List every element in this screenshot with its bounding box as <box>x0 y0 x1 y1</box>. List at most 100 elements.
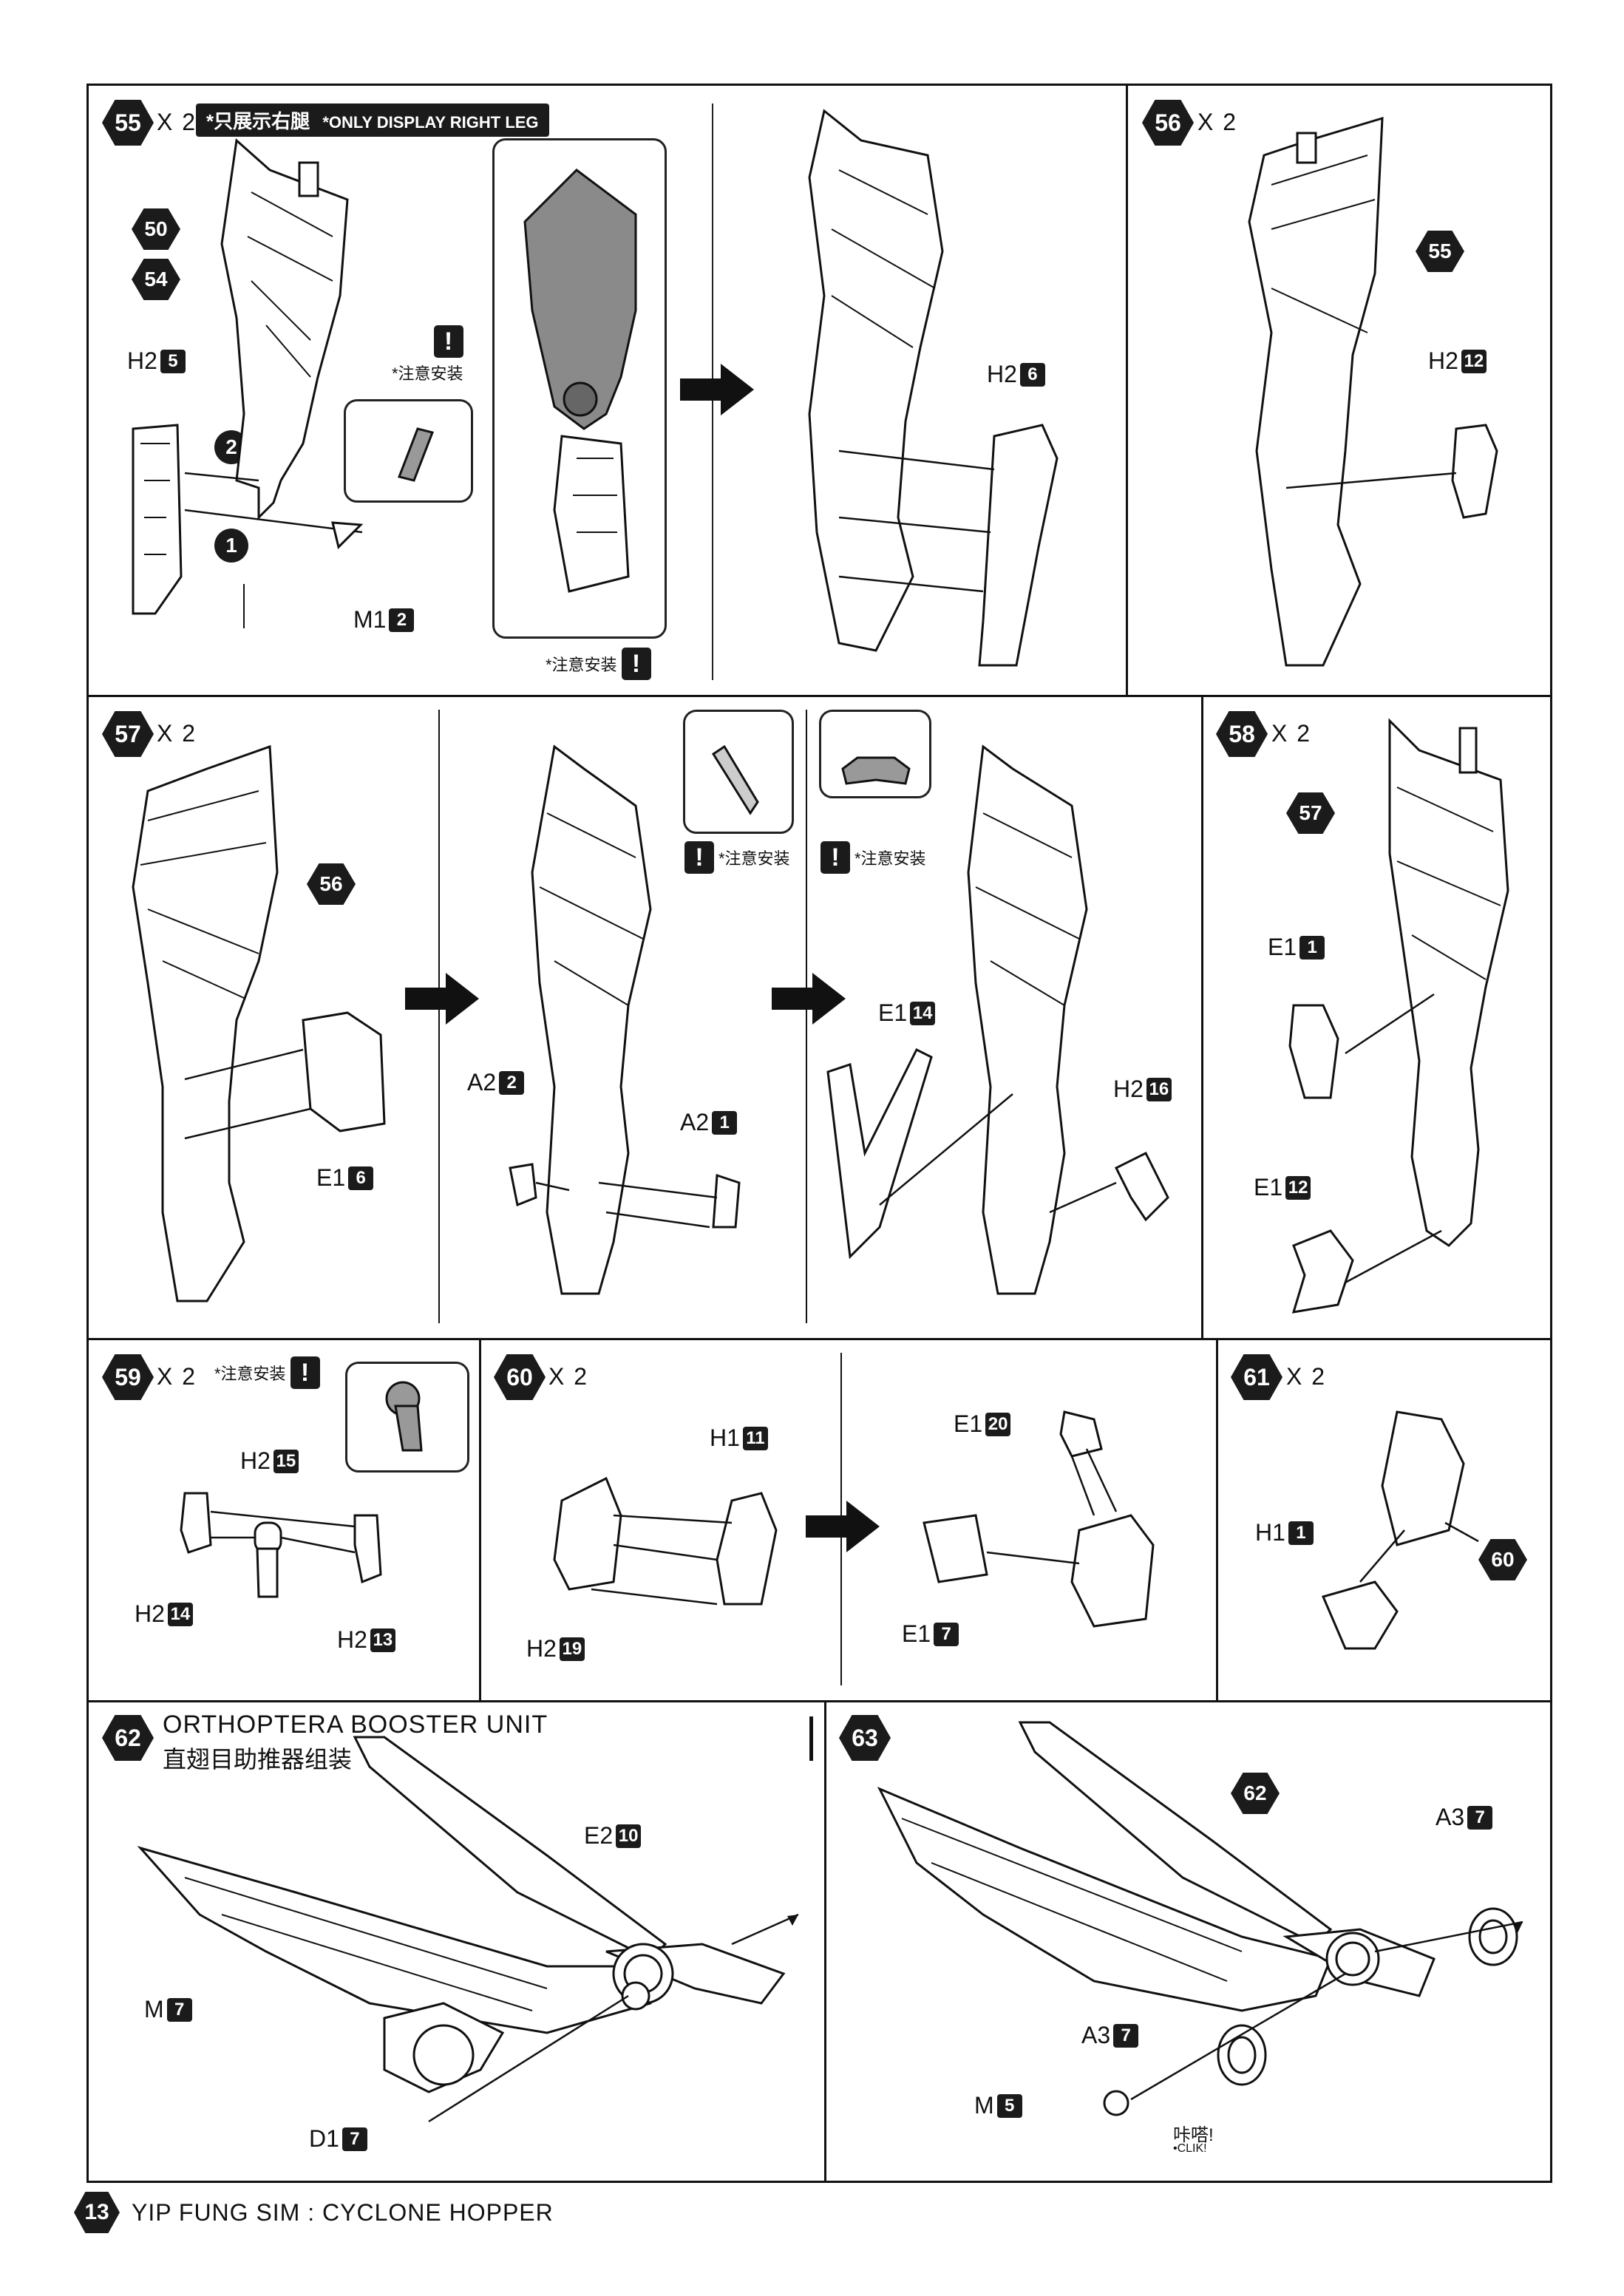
leg-drawing-55-left <box>132 138 364 628</box>
part-code: M <box>974 2092 994 2119</box>
part-num: 2 <box>499 1070 525 1095</box>
part-num: 10 <box>616 1824 642 1848</box>
ref-56-badge: 56 <box>307 863 356 905</box>
col-divider-59 <box>479 1338 481 1700</box>
part-num: 11 <box>742 1426 768 1450</box>
booster-drawing-63 <box>877 1721 1523 2116</box>
step-56-multiplier: X 2 <box>1197 109 1238 135</box>
footer-title: YIP FUNG SIM : CYCLONE HOPPER <box>132 2199 554 2226</box>
step-58-multiplier: X 2 <box>1271 720 1312 747</box>
part-code: A2 <box>467 1069 497 1096</box>
step-55-multiplier: X 2 <box>157 109 197 135</box>
step-60-badge: 60 <box>494 1354 546 1400</box>
step-number: 57 <box>115 720 141 747</box>
step-number: 62 <box>115 1724 141 1751</box>
part-num: 5 <box>160 349 186 373</box>
step-number: 56 <box>1155 109 1181 136</box>
leg-drawing-57-right <box>826 744 1169 1295</box>
caution-part-59 <box>385 1381 423 1452</box>
next-arrow-57b <box>772 973 846 1025</box>
step-59-badge: 59 <box>102 1354 154 1400</box>
part-num: 19 <box>559 1637 585 1661</box>
hip-drawing-60-right <box>923 1410 1155 1628</box>
ref-number: 50 <box>144 217 168 240</box>
caution-note-55a: ! *注意安装 <box>392 325 463 384</box>
caution-text: *注意安装 <box>718 849 790 868</box>
step-number: 61 <box>1243 1363 1270 1390</box>
caution-icon: ! <box>433 325 463 358</box>
step-57-multiplier: X 2 <box>157 720 197 747</box>
part-code: H2 <box>1428 347 1458 374</box>
part-code: E1 <box>316 1164 346 1191</box>
part-code: H2 <box>987 361 1017 387</box>
part-code: E1 <box>1254 1174 1283 1200</box>
part-num: 7 <box>1467 1805 1493 1830</box>
ref-number: 60 <box>1491 1548 1515 1571</box>
caution-part-57a <box>711 744 759 815</box>
part-code: E1 <box>902 1620 931 1647</box>
step-55-note-pill: *只展示右腿 *ONLY DISPLAY RIGHT LEG <box>196 103 549 137</box>
part-num: 1 <box>1299 935 1325 960</box>
leg-drawing-57-left <box>132 744 386 1302</box>
ref-50-badge: 50 <box>132 208 180 250</box>
part-code: A3 <box>1081 2022 1111 2048</box>
hip-drawing-61 <box>1321 1410 1479 1650</box>
instruction-frame <box>86 84 1552 2183</box>
note-cn: *只展示右腿 <box>206 110 310 132</box>
caution-note-57b: ! *注意安装 <box>821 841 926 874</box>
step-number: 58 <box>1229 720 1255 747</box>
caution-icon: ! <box>684 841 714 874</box>
part-code: D1 <box>309 2125 339 2152</box>
part-code: H2 <box>337 1626 367 1653</box>
order-circle-1: 1 <box>214 529 248 563</box>
caution-note-55b: *注意安装 ! <box>546 648 651 680</box>
caution-icon: ! <box>621 648 651 680</box>
part-num: 1 <box>712 1110 738 1135</box>
next-arrow-57a <box>405 973 479 1025</box>
part-num: 15 <box>273 1449 299 1473</box>
caution-note-59: *注意安装 ! <box>214 1356 320 1389</box>
caution-text: *注意安装 <box>392 364 463 383</box>
row-divider-2 <box>86 1338 1552 1340</box>
step-60-multiplier: X 2 <box>548 1363 589 1390</box>
leg-drawing-57-mid <box>509 744 741 1295</box>
part-code: H2 <box>135 1600 165 1627</box>
part-num: 7 <box>166 1997 192 2022</box>
step-59-multiplier: X 2 <box>157 1363 197 1390</box>
part-code: H2 <box>526 1635 557 1662</box>
ref-number: 62 <box>1243 1782 1267 1804</box>
leg-drawing-55-right <box>808 109 1059 667</box>
note-en: *ONLY DISPLAY RIGHT LEG <box>322 113 539 132</box>
ref-number: 57 <box>1299 801 1322 824</box>
part-num: 2 <box>389 608 415 632</box>
caution-note-57a: ! *注意安装 <box>684 841 790 874</box>
col-divider-56 <box>1126 84 1128 695</box>
col-divider-61 <box>1216 1338 1218 1700</box>
ref-number: 54 <box>144 268 168 291</box>
part-num: 20 <box>985 1412 1011 1436</box>
step-number: 55 <box>115 109 141 136</box>
part-num: 7 <box>342 2127 367 2151</box>
part-num: 5 <box>996 2093 1022 2118</box>
part-num: 6 <box>348 1166 374 1190</box>
part-code: E1 <box>954 1410 983 1437</box>
order-number: 1 <box>225 534 237 557</box>
